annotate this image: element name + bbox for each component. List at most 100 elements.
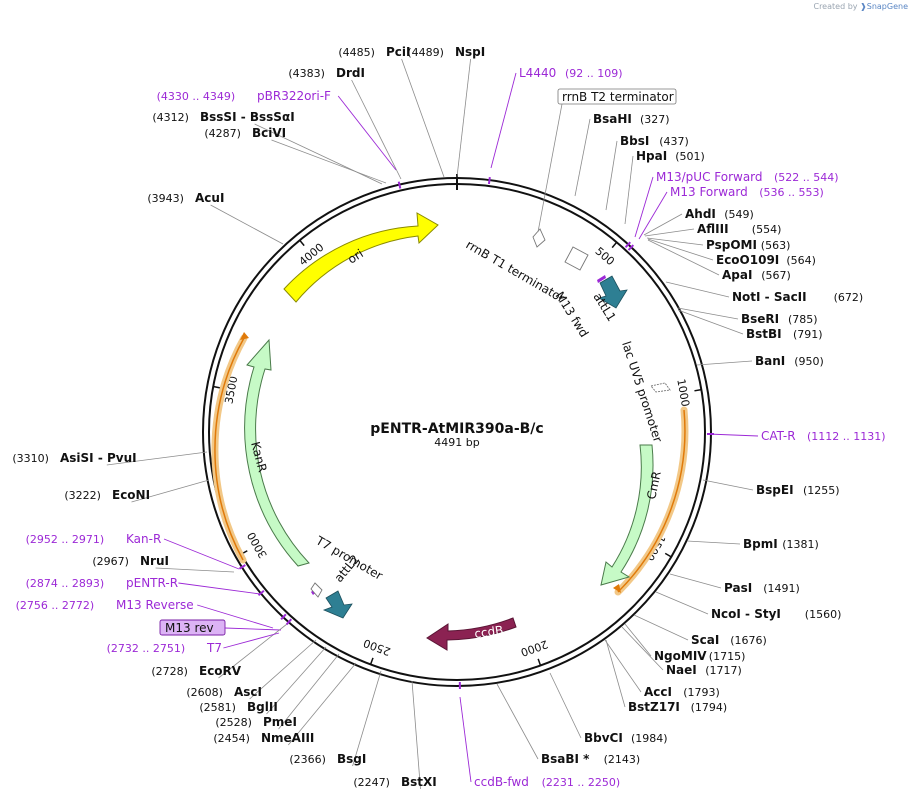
site-name: PciI bbox=[386, 45, 411, 59]
leader-line bbox=[131, 479, 210, 503]
site-bsahi[interactable]: (327)BsaHI bbox=[574, 112, 670, 197]
site-bcivi[interactable]: (4287)BciVI bbox=[204, 126, 387, 184]
feature-cmr[interactable] bbox=[600, 444, 654, 586]
leader-line bbox=[647, 239, 720, 276]
tick-label-500: 500 bbox=[593, 245, 617, 268]
primer-bar bbox=[280, 613, 287, 621]
site-position: (1255) bbox=[803, 484, 840, 497]
highlight-arrowhead-kan bbox=[240, 332, 249, 340]
leader-line bbox=[496, 683, 539, 760]
site-nspi[interactable]: (4489)NspI bbox=[407, 45, 485, 178]
site-scai[interactable]: (1676)ScaI bbox=[633, 614, 767, 647]
site-position: (2581) bbox=[199, 701, 236, 714]
primer-pentr-r[interactable]: pENTR-R(2874 .. 2893) bbox=[26, 576, 265, 597]
primer-kan-r[interactable]: Kan-R(2952 .. 2971) bbox=[26, 532, 246, 570]
feature-rrnb-t1[interactable] bbox=[564, 246, 589, 271]
primer-bar bbox=[627, 244, 635, 251]
site-acci[interactable]: (1793)AccI bbox=[604, 639, 720, 699]
site-apai[interactable]: (567)ApaI bbox=[647, 239, 791, 282]
primer-leader bbox=[459, 696, 472, 783]
feature-label-m13rev: M13 rev bbox=[165, 621, 214, 635]
site-name: PasI bbox=[724, 581, 752, 595]
primer-m13-forward[interactable]: M13 Forward(536 .. 553) bbox=[627, 185, 824, 251]
primer-pbr322ori-f[interactable]: pBR322ori-F(4330 .. 4349) bbox=[157, 89, 402, 189]
site-name: BbvCI bbox=[584, 731, 623, 745]
leader-line bbox=[218, 623, 288, 679]
site-bani[interactable]: (950)BanI bbox=[696, 354, 824, 368]
site-name: BanI bbox=[755, 354, 785, 368]
feature-t7-promoter[interactable] bbox=[310, 582, 323, 598]
site-pmei[interactable]: (2528)PmeI bbox=[215, 653, 340, 730]
primer-m13-reverse[interactable]: M13 Reverse(2756 .. 2772) bbox=[16, 598, 287, 629]
site-name: AflIII bbox=[697, 222, 729, 236]
site-noti-sacii[interactable]: (672)NotI - SacII bbox=[665, 281, 863, 304]
site-bsabi[interactable]: (2143)BsaBI * bbox=[496, 683, 640, 766]
site-ahdi[interactable]: (549)AhdI bbox=[643, 207, 754, 236]
site-bstbi[interactable]: (791)BstBI bbox=[677, 309, 823, 341]
site-pasi[interactable]: (1491)PasI bbox=[669, 573, 800, 595]
plasmid-name: pENTR-AtMIR390a-B/c bbox=[370, 421, 543, 437]
site-bstz17i[interactable]: (1794)BstZ17I bbox=[605, 639, 727, 714]
primer-name: CAT-R bbox=[761, 429, 796, 443]
feature-ccdb[interactable] bbox=[426, 617, 517, 651]
leader-line bbox=[604, 639, 642, 693]
primer-t7[interactable]: T7(2732 .. 2751) bbox=[107, 618, 293, 655]
tick-label-3000: 3000 bbox=[245, 530, 270, 561]
leader-line bbox=[351, 79, 402, 180]
site-ecoo109i[interactable]: (564)EcoO109I bbox=[647, 238, 816, 267]
site-ngomiv[interactable]: (1715)NgoMIV bbox=[624, 623, 745, 663]
site-position: (1560) bbox=[805, 608, 842, 621]
site-afliii[interactable]: (554)AflIII bbox=[644, 222, 781, 237]
primer-ccdb-fwd[interactable]: ccdB-fwd(2231 .. 2250) bbox=[458, 681, 620, 789]
site-pspomi[interactable]: (563)PspOMI bbox=[646, 237, 790, 252]
site-nmeaiii[interactable]: (2454)NmeAIII bbox=[213, 662, 357, 746]
primer-position: (536 .. 553) bbox=[759, 186, 824, 199]
leader-line bbox=[352, 670, 382, 767]
site-bspei[interactable]: (1255) BspEI bbox=[702, 479, 840, 497]
site-hpai[interactable]: (501)HpaI bbox=[624, 149, 705, 225]
site-bbsi[interactable]: (437)BbsI bbox=[605, 134, 689, 211]
feature-rrnb-t2[interactable] bbox=[532, 228, 546, 248]
feature-lacuv5[interactable] bbox=[650, 382, 671, 393]
leader-line bbox=[665, 281, 730, 298]
highlight-arcs bbox=[211, 334, 689, 596]
primer-m13-puc-forward[interactable]: M13/pUC Forward(522 .. 544) bbox=[624, 170, 839, 249]
feature-kanr[interactable] bbox=[244, 338, 310, 567]
site-position: (1793) bbox=[683, 686, 720, 699]
leader-line bbox=[633, 614, 689, 641]
m13rev-callout[interactable]: M13 rev bbox=[159, 619, 282, 636]
primer-name: T7 bbox=[206, 641, 222, 655]
site-ecorv[interactable]: (2728)EcoRV bbox=[151, 623, 288, 679]
site-name: BstZ17I bbox=[628, 700, 680, 714]
feature-attl1[interactable] bbox=[597, 275, 628, 309]
primer-cat-r[interactable]: CAT-R(1112 .. 1131) bbox=[706, 429, 886, 443]
feature-attl2[interactable] bbox=[322, 590, 353, 619]
feature-ori[interactable] bbox=[283, 212, 439, 303]
site-bstxi[interactable]: (2247)BstXI bbox=[353, 680, 437, 790]
leader-line bbox=[621, 626, 664, 671]
site-position: (1676) bbox=[730, 634, 767, 647]
leader-line bbox=[605, 639, 626, 708]
leader-line bbox=[106, 451, 208, 466]
site-ncoi-styi[interactable]: (1560)NcoI - StyI bbox=[655, 591, 842, 621]
site-name: BseRI bbox=[741, 312, 779, 326]
site-econi[interactable]: (3222)EcoNI bbox=[64, 479, 210, 503]
site-asci[interactable]: (2608)AscI bbox=[186, 639, 317, 700]
site-bsgi[interactable]: (2366)BsgI bbox=[289, 670, 382, 767]
site-pcii[interactable]: (4485)PciI bbox=[338, 45, 445, 178]
site-bseri[interactable]: (785)BseRI bbox=[677, 307, 818, 326]
site-acui[interactable]: (3943)AcuI bbox=[147, 191, 284, 245]
site-drdi[interactable]: (4383)DrdI bbox=[288, 66, 402, 180]
tick-1500 bbox=[664, 552, 672, 558]
site-name: BspEI bbox=[756, 483, 794, 497]
site-bbvci[interactable]: (1984)BbvCI bbox=[549, 672, 668, 745]
primer-l4440[interactable]: L4440(92 .. 109) bbox=[487, 66, 623, 185]
site-naei[interactable]: (1717)NaeI bbox=[621, 626, 742, 677]
site-bpmi[interactable]: (1381)BpmI bbox=[686, 537, 819, 551]
site-bsssi-bsss-i[interactable]: (4312)BssSI - BssSαI bbox=[152, 110, 383, 185]
leader-line bbox=[605, 140, 618, 211]
site-bglii[interactable]: (2581)BglII bbox=[199, 646, 327, 715]
site-asisi-pvui[interactable]: (3310)AsiSI - PvuI bbox=[12, 451, 208, 466]
site-nrui[interactable]: (2967)NruI bbox=[92, 554, 235, 573]
